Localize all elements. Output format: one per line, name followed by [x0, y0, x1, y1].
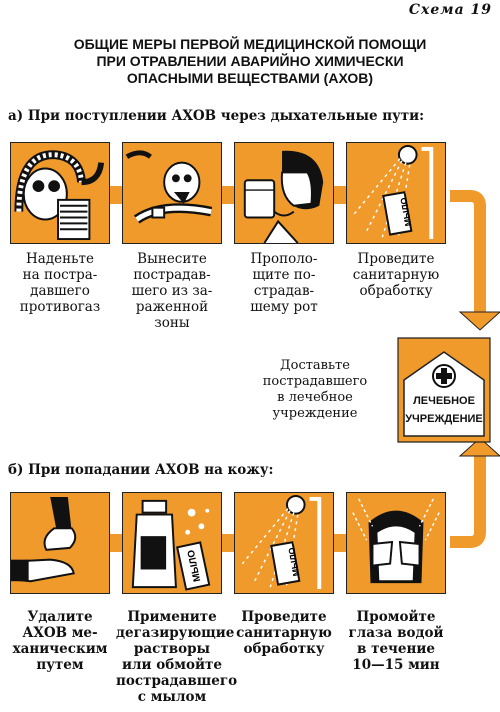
panel-degas: МЫЛО [122, 492, 222, 594]
caption-line: давшего [30, 283, 90, 299]
step-a3-caption: Прополо- щите по- страдав- шему рот [228, 251, 340, 315]
flow-arrow-up [458, 437, 500, 457]
caption-line: противогаз [19, 299, 101, 315]
caption-line: шему рот [250, 299, 318, 315]
facility-label-line: ЛЕЧЕБНОЕ [413, 395, 475, 407]
caption-line: щите по- [252, 267, 316, 283]
step-a2-caption: Вынесите пострадав- шего из за- раженной… [116, 251, 228, 331]
medical-facility-icon: ЛЕЧЕБНОЕ УЧРЕЖДЕНИЕ [397, 337, 491, 443]
step-b4-caption: Промойте глаза водой в течение 10—15 мин [340, 609, 452, 673]
rescuer-icon [125, 150, 213, 224]
caption-line: страдав- [253, 283, 315, 299]
caption-line: глаза водой [348, 625, 444, 641]
panel-joint [334, 186, 348, 204]
caption-line: пострадавшего [116, 673, 238, 689]
deliver-line: в лечебное [277, 390, 353, 405]
degassing-bottle-icon: МЫЛО [131, 499, 211, 591]
title-line: ОБЩИЕ МЕРЫ ПЕРВОЙ МЕДИЦИНСКОЙ ПОМОЩИ [73, 36, 427, 52]
panel-gas-mask [10, 142, 110, 244]
caption-line: Проведите [241, 609, 327, 625]
caption-line: в течение [357, 641, 435, 657]
facility-label-line: УЧРЕЖДЕНИЕ [405, 413, 483, 425]
caption-line: обработку [359, 283, 433, 299]
rinse-mouth-icon [243, 150, 324, 243]
caption-line: путем [36, 657, 84, 673]
title-line: ОПАСНЫМИ ВЕЩЕСТВАМИ (АХОВ) [126, 70, 374, 86]
flow-arrow-down [458, 311, 500, 331]
panel-carry-out [122, 142, 222, 244]
deliver-line: Доставьте [280, 358, 350, 373]
caption-line: Промойте [356, 609, 436, 625]
caption-line: на постра- [22, 267, 98, 283]
caption-line: обработку [243, 641, 325, 657]
panel-remove-mechanically [10, 492, 110, 594]
deliver-line: учреждение [272, 406, 358, 421]
caption-line: растворы [133, 641, 211, 657]
panel-sanitize-a: МЫЛО [346, 142, 446, 244]
shower-icon: МЫЛО [352, 144, 434, 240]
caption-line: Удалите [27, 609, 93, 625]
caption-line: или обмойте [122, 657, 222, 673]
section-a-heading: а) При поступлении АХОВ через дыхательны… [8, 108, 425, 124]
flow-pipe-bottom [450, 450, 486, 548]
caption-line: зоны [154, 315, 190, 331]
step-a4-caption: Проведите санитарную обработку [340, 251, 452, 299]
deliver-note: Доставьте пострадавшего в лечебное учреж… [250, 358, 380, 422]
panel-joint [222, 534, 236, 552]
caption-line: АХОВ ме- [22, 625, 98, 641]
page-title: ОБЩИЕ МЕРЫ ПЕРВОЙ МЕДИЦИНСКОЙ ПОМОЩИ ПРИ… [0, 36, 500, 87]
hands-icon [11, 496, 77, 583]
caption-line: раженной [135, 299, 209, 315]
scheme-number: Схема 19 [408, 2, 492, 18]
panel-wash-eyes [346, 492, 446, 594]
shower-icon: МЫЛО [240, 494, 322, 590]
gas-mask-icon [14, 150, 105, 241]
caption-line: Наденьте [26, 251, 94, 267]
caption-line: с мылом [137, 689, 207, 705]
caption-line: Вынесите [137, 251, 207, 267]
caption-line: пострадав- [133, 267, 211, 283]
section-b-heading: б) При попадании АХОВ на кожу: [8, 462, 274, 478]
caption-line: шего из за- [131, 283, 213, 299]
panel-sanitize-b: МЫЛО [234, 492, 334, 594]
caption-line: санитарную [352, 267, 440, 283]
soap-label: МЫЛО [286, 547, 301, 577]
step-b3-caption: Проведите санитарную обработку [228, 609, 340, 657]
caption-line: Проведите [357, 251, 435, 267]
step-a1-caption: Наденьте на постра- давшего противогаз [4, 251, 116, 315]
step-b1-caption: Удалите АХОВ ме- ханическим путем [4, 609, 116, 673]
step-b2-caption: Примените дегазирующие растворы или обмо… [116, 609, 238, 705]
panel-joint [110, 186, 124, 204]
panel-rinse-mouth [234, 142, 334, 244]
caption-line: Примените [127, 609, 217, 625]
caption-line: Прополо- [250, 251, 318, 267]
eye-wash-icon [352, 498, 440, 584]
panel-joint [334, 534, 348, 552]
soap-label: МЫЛО [398, 197, 413, 227]
caption-line: санитарную [236, 625, 332, 641]
caption-line: ханическим [12, 641, 108, 657]
caption-line: 10—15 мин [352, 657, 440, 673]
panel-joint [110, 534, 124, 552]
panel-joint [222, 186, 236, 204]
deliver-line: пострадавшего [262, 374, 368, 389]
flow-pipe-top [450, 190, 486, 318]
caption-line: дегазирующие [116, 625, 235, 641]
title-line: ПРИ ОТРАВЛЕНИИ АВАРИЙНО ХИМИЧЕСКИ [96, 53, 404, 69]
